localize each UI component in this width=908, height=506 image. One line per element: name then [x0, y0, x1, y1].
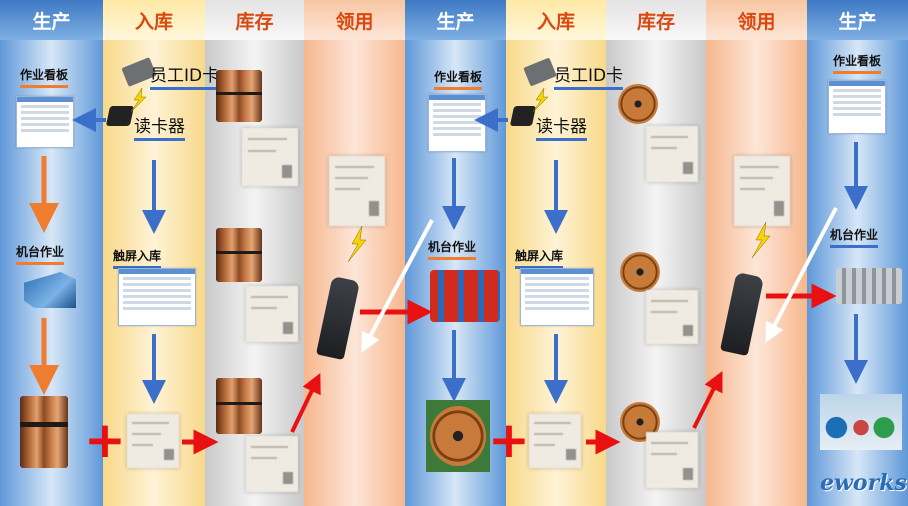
requisition-label-2	[734, 156, 790, 226]
arrow-inventory-to-scanner-1	[290, 372, 321, 433]
arrow-inventory-to-scanner-2	[692, 371, 723, 429]
machine-image-2	[430, 270, 500, 322]
label-touch-storage-2: 触屏入库	[515, 247, 564, 269]
header-production-3: 生产	[807, 0, 908, 40]
inventory-label-2c	[646, 432, 698, 488]
column-bg-requisition-2	[706, 0, 807, 506]
label-card-reader-1: 读卡器	[134, 112, 185, 141]
header-requisition-2: 领用	[706, 0, 807, 40]
requisition-label-1	[329, 156, 385, 226]
label-employee-card-1: 员工ID卡	[150, 61, 220, 90]
arrow-white-machine-to-scanner-2	[765, 207, 838, 343]
inventory-coil-1a	[216, 70, 262, 122]
lightning-icon-reader-2	[532, 87, 549, 113]
inventory-label-2a	[646, 126, 698, 182]
lightning-icon-reader-1	[130, 87, 147, 113]
spool-2	[430, 406, 486, 466]
inventory-label-1b	[246, 286, 298, 342]
label-work-board-3: 作业看板	[833, 52, 882, 74]
inventory-coil-1c	[216, 378, 262, 434]
label-work-board-2: 作业看板	[434, 68, 483, 90]
header-inventory-1: 库存	[205, 0, 304, 40]
header-inventory-2: 库存	[606, 0, 706, 40]
cable-spools-image-3	[820, 394, 902, 450]
lightning-icon-1	[347, 225, 367, 263]
copper-coil-1	[20, 396, 68, 468]
inventory-spool-2a	[618, 84, 658, 124]
label-sheet-storage-2	[529, 414, 581, 468]
machine-image-3	[836, 268, 902, 304]
eworks-watermark: eworks	[820, 470, 907, 496]
work-board-screen-3	[828, 80, 886, 134]
arrow-white-machine-to-scanner-1	[361, 219, 434, 353]
label-sheet-storage-1	[127, 414, 179, 468]
label-machine-work-1: 机台作业	[16, 243, 65, 265]
lightning-icon-2	[751, 221, 771, 259]
inventory-spool-2b	[620, 252, 660, 292]
header-storage-in-1: 入库	[103, 0, 205, 40]
label-machine-work-2: 机台作业	[428, 238, 477, 260]
inventory-coil-1b	[216, 228, 262, 282]
inventory-label-2b	[646, 290, 698, 344]
inventory-label-1c	[246, 436, 298, 492]
plus-sign-2: +	[488, 411, 530, 469]
inventory-label-1a	[242, 128, 298, 186]
plus-sign-1: +	[84, 411, 126, 469]
touch-screen-1	[118, 268, 196, 326]
label-employee-card-2: 员工ID卡	[554, 61, 624, 90]
label-machine-work-3: 机台作业	[830, 226, 879, 248]
header-requisition-1: 领用	[304, 0, 405, 40]
touch-screen-2	[520, 268, 594, 326]
header-storage-in-2: 入库	[506, 0, 606, 40]
label-work-board-1: 作业看板	[20, 66, 69, 88]
header-production-2: 生产	[405, 0, 506, 40]
label-touch-storage-1: 触屏入库	[113, 247, 162, 269]
header-production-1: 生产	[0, 0, 103, 40]
label-card-reader-2: 读卡器	[536, 112, 587, 141]
